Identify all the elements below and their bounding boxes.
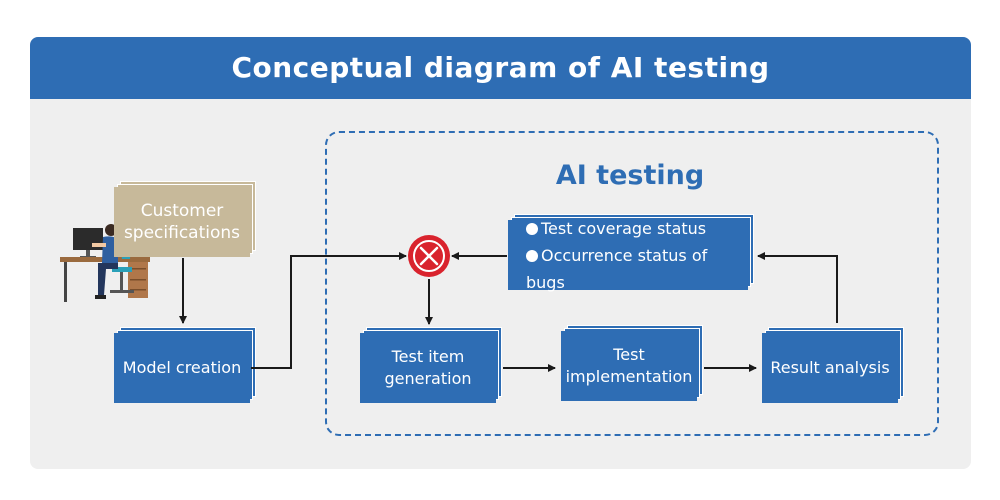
diagram-panel xyxy=(30,99,971,469)
ai-testing-title: AI testing xyxy=(555,160,705,191)
test-item-generation-line1: Test item xyxy=(391,347,465,366)
page-title: Conceptual diagram of AI testing xyxy=(231,51,770,84)
bullet-icon xyxy=(526,222,538,235)
test-item-generation-label: Test item generation xyxy=(360,333,496,403)
arrow-model-to-junction xyxy=(251,252,407,369)
customer-specifications-line2: specifications xyxy=(123,223,241,243)
test-implementation-line1: Test xyxy=(613,345,645,364)
test-implementation-box: Test implementation xyxy=(561,325,703,401)
header-bar xyxy=(30,37,971,99)
test-implementation-line2: implementation xyxy=(565,367,693,386)
result-analysis-box: Result analysis xyxy=(762,327,904,403)
customer-specifications-box: Customer specifications xyxy=(114,181,256,257)
bullet-icon xyxy=(526,249,538,262)
test-item-generation-box: Test item generation xyxy=(360,327,502,403)
ai-testing-frame xyxy=(325,131,939,436)
model-creation-box: Model creation xyxy=(114,327,256,403)
status-list: Test coverage status Occurrence status o… xyxy=(508,219,748,292)
person-at-desk-icon xyxy=(60,224,150,302)
status-item-label: Test coverage status xyxy=(541,218,707,238)
status-box: Test coverage status Occurrence status o… xyxy=(508,214,754,292)
status-item: Occurrence status of bugs xyxy=(526,242,748,296)
test-item-generation-line2: generation xyxy=(384,369,472,388)
status-item: Test coverage status xyxy=(526,215,748,242)
result-analysis-label: Result analysis xyxy=(770,358,890,377)
customer-specifications-line1: Customer xyxy=(140,201,224,221)
model-creation-label: Model creation xyxy=(122,358,242,377)
status-item-label: Occurrence status of bugs xyxy=(526,245,708,292)
test-implementation-label: Test implementation xyxy=(561,331,697,401)
x-circle-icon xyxy=(408,235,450,277)
arrow-result-to-status xyxy=(757,252,838,323)
customer-specifications-label: Customer specifications xyxy=(114,187,250,257)
